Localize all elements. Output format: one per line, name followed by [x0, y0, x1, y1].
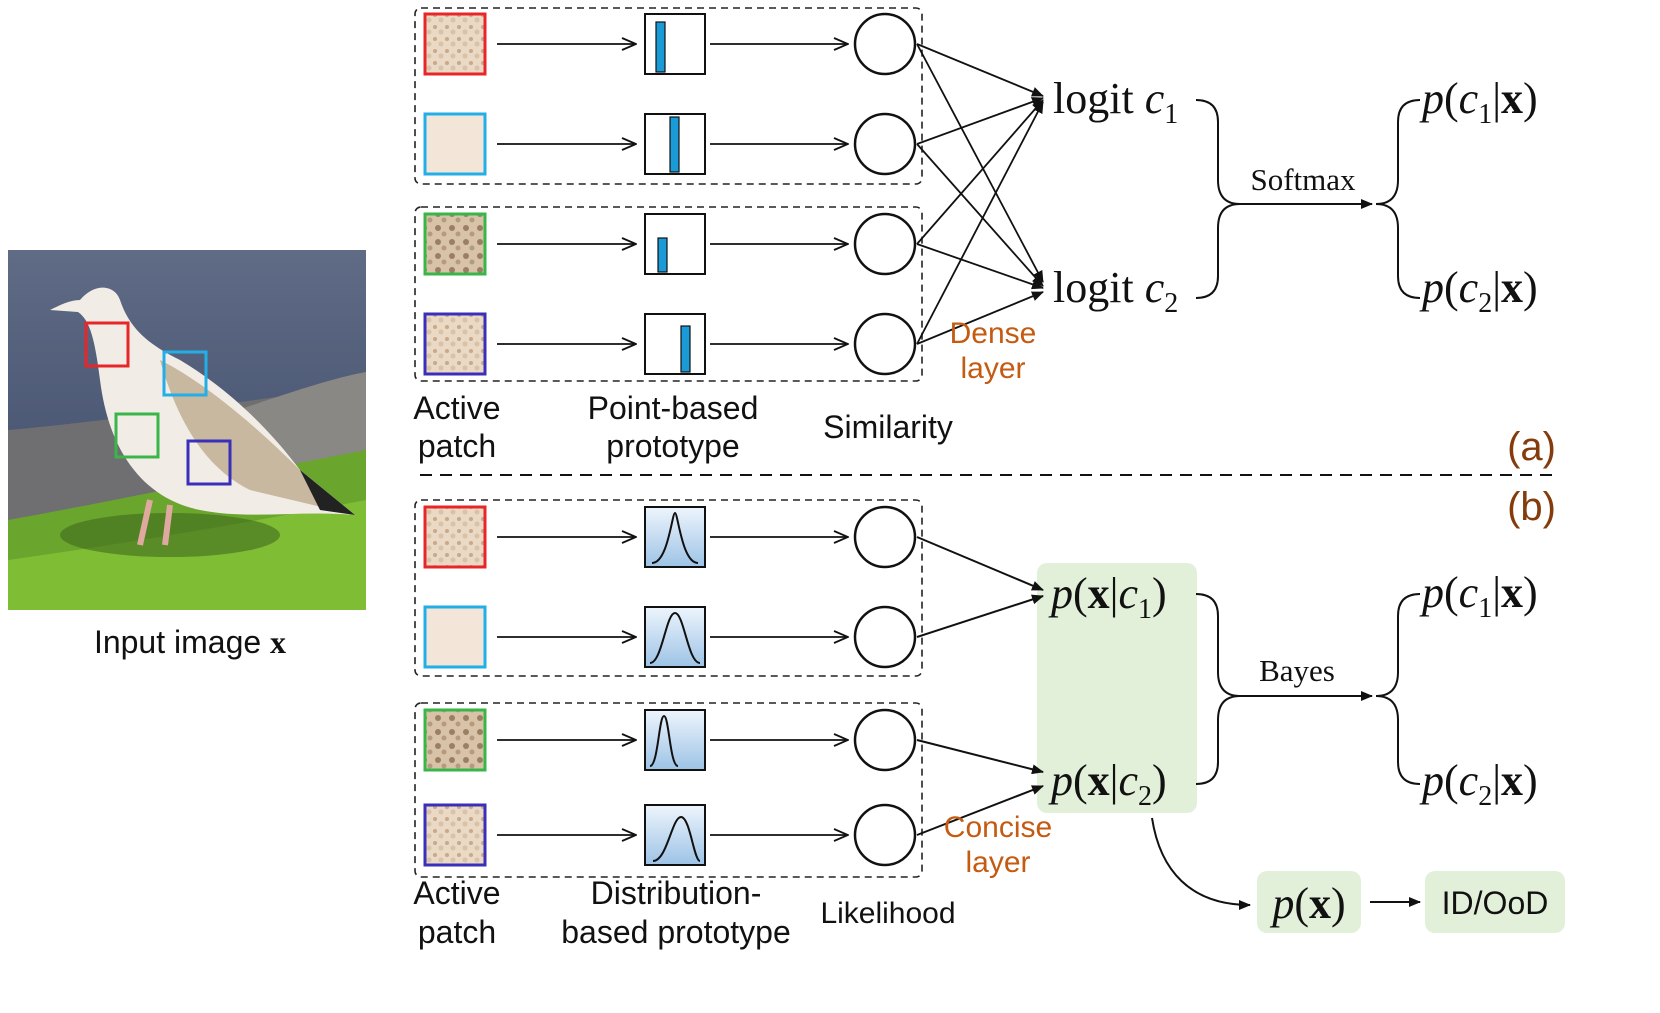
input-image-caption: Input image x: [94, 624, 286, 660]
panel-b-tag: (b): [1507, 485, 1556, 529]
panel-a-tag: (a): [1507, 425, 1556, 469]
distribution-prototype-4: [644, 804, 706, 866]
group-box-class-2: [414, 206, 923, 382]
distribution-prototype-2: [644, 606, 706, 668]
active-patch-blue: [423, 112, 487, 176]
column-label-similarity: Similarity: [823, 409, 953, 445]
similarity-node-1: [853, 12, 917, 76]
concise-connections: [916, 536, 1044, 836]
posterior-c2-b: p(c2|x): [1419, 756, 1538, 812]
distribution-prototype-1: [644, 506, 706, 568]
likelihood-c1: p(x|c1): [1048, 569, 1167, 625]
row-a-1: [423, 12, 917, 76]
column-label-likelihood: Likelihood: [820, 897, 955, 930]
group-box-b-class-2: [414, 702, 923, 878]
active-patch-red: [423, 12, 487, 76]
active-patch-purple: [423, 312, 487, 376]
posterior-c2-a: p(c2|x): [1419, 263, 1538, 319]
decision-label: ID/OoD: [1442, 885, 1549, 921]
marginal-arrow: [1151, 817, 1251, 910]
group-box-class-1: [414, 7, 923, 185]
row-a-3: [423, 212, 917, 276]
concise-layer-label-line2: layer: [965, 846, 1030, 879]
logit-c2: logit c2: [1053, 263, 1178, 319]
column-label-b-prototype-line1: Distribution-: [591, 875, 762, 911]
similarity-node-4: [853, 312, 917, 376]
concise-layer-label-line1: Concise: [944, 811, 1052, 844]
column-label-active-patch-line2: patch: [418, 428, 496, 464]
bayes-label: Bayes: [1259, 653, 1335, 688]
row-a-2: [423, 112, 917, 176]
brace-right-a: [1375, 99, 1421, 299]
likelihood-highlight-box: [1037, 563, 1197, 813]
posterior-c1-a: p(c1|x): [1419, 74, 1538, 130]
panel-b: (b): [413, 485, 1565, 950]
likelihood-node-2: [853, 605, 917, 669]
row-b-3: [423, 708, 917, 772]
point-prototype-3: [644, 213, 706, 275]
brace-left-b: [1195, 593, 1241, 785]
likelihood-node-1: [853, 505, 917, 569]
active-patch-blue-b: [423, 605, 487, 669]
column-label-b-active-patch-line2: patch: [418, 914, 496, 950]
active-patch-green: [423, 212, 487, 276]
point-prototype-4: [644, 313, 706, 375]
dense-connections: [916, 43, 1044, 345]
marginal-likelihood: p(x): [1269, 879, 1345, 928]
active-patch-green-b: [423, 708, 487, 772]
dense-layer-label-line2: layer: [960, 352, 1025, 385]
group-box-b-class-1: [414, 499, 923, 677]
input-image: [8, 250, 366, 610]
column-label-b-active-patch-line1: Active: [413, 875, 500, 911]
row-b-4: [423, 803, 917, 867]
marginal-box: [1257, 871, 1361, 933]
panel-a: Dense layer Active patch Point-based pro…: [413, 7, 1556, 469]
row-a-4: [423, 312, 917, 376]
column-label-prototype-line1: Point-based: [588, 390, 759, 426]
column-label-b-prototype-line2: based prototype: [561, 914, 791, 950]
decision-box: [1425, 871, 1565, 933]
column-label-active-patch-line1: Active: [413, 390, 500, 426]
similarity-node-2: [853, 112, 917, 176]
similarity-node-3: [853, 212, 917, 276]
softmax-label: Softmax: [1250, 162, 1356, 197]
row-b-1: [423, 505, 917, 569]
dense-layer-label-line1: Dense: [950, 317, 1037, 350]
likelihood-c2: p(x|c2): [1048, 756, 1167, 812]
posterior-c1-b: p(c1|x): [1419, 568, 1538, 624]
likelihood-node-4: [853, 803, 917, 867]
point-prototype-1: [644, 13, 706, 75]
brace-right-b: [1375, 593, 1421, 785]
likelihood-node-3: [853, 708, 917, 772]
column-label-prototype-line2: prototype: [606, 428, 739, 464]
logit-c1: logit c1: [1053, 74, 1178, 130]
brace-left-a: [1195, 99, 1241, 299]
active-patch-red-b: [423, 505, 487, 569]
active-patch-purple-b: [423, 803, 487, 867]
row-b-2: [423, 605, 917, 669]
